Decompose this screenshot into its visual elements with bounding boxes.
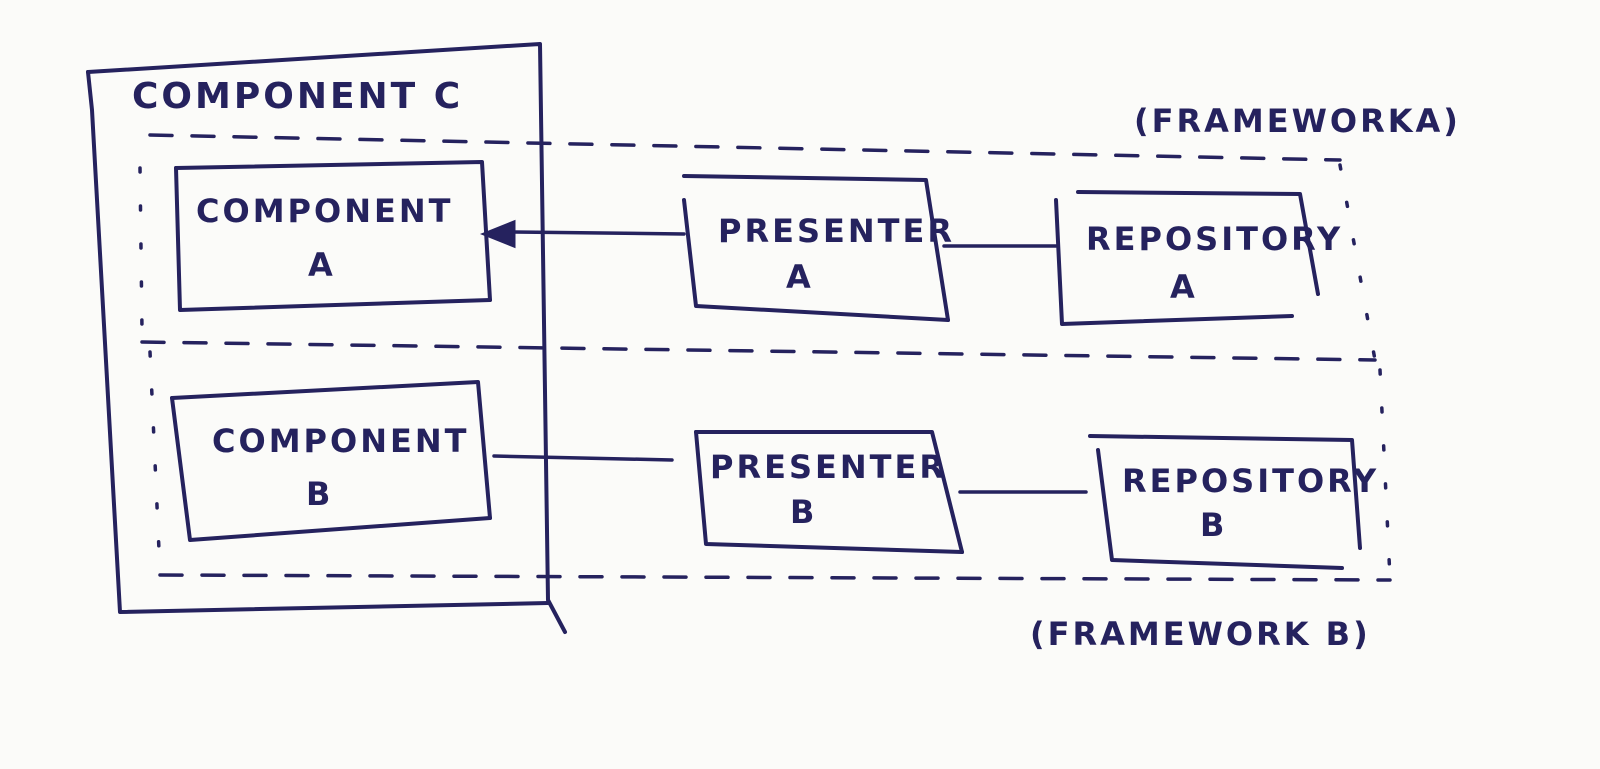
component-b-label-line1: COMPONENT [212, 422, 469, 460]
repository-b-box [1088, 434, 1362, 570]
repository-b-label-line1: REPOSITORY [1122, 462, 1379, 500]
presenter-b-label-line2: B [790, 493, 817, 531]
component-b-box [170, 380, 492, 542]
repository-a-label-line2: A [1170, 268, 1198, 306]
repository-a-label-line1: REPOSITORY [1086, 220, 1343, 258]
component-a-box [174, 160, 492, 312]
framework-a-label: (FRAMEWORKA) [1134, 102, 1461, 140]
framework-a-region [138, 133, 1377, 362]
component-b-label-line2: B [306, 475, 333, 513]
presenter-b-box [694, 430, 964, 554]
framework-b-label: (FRAMEWORK B) [1030, 615, 1371, 653]
edge-presenter-a-to-component-a [479, 219, 686, 249]
framework-b-region [148, 350, 1392, 582]
presenter-a-box [682, 174, 950, 322]
presenter-b-label-line1: PRESENTER [710, 448, 947, 486]
component-a-label-line1: COMPONENT [196, 192, 453, 230]
component-c-label: COMPONENT C [132, 76, 463, 117]
repository-b-label-line2: B [1200, 506, 1227, 544]
presenter-a-label-line1: PRESENTER [718, 212, 955, 250]
component-a-label-line2: A [308, 246, 336, 284]
repository-a-box [1054, 190, 1320, 326]
component-c-box [86, 42, 567, 634]
arrowhead-icon [479, 219, 516, 249]
presenter-a-label-line2: A [786, 258, 814, 296]
edge-component-b-to-presenter-b [492, 454, 674, 462]
